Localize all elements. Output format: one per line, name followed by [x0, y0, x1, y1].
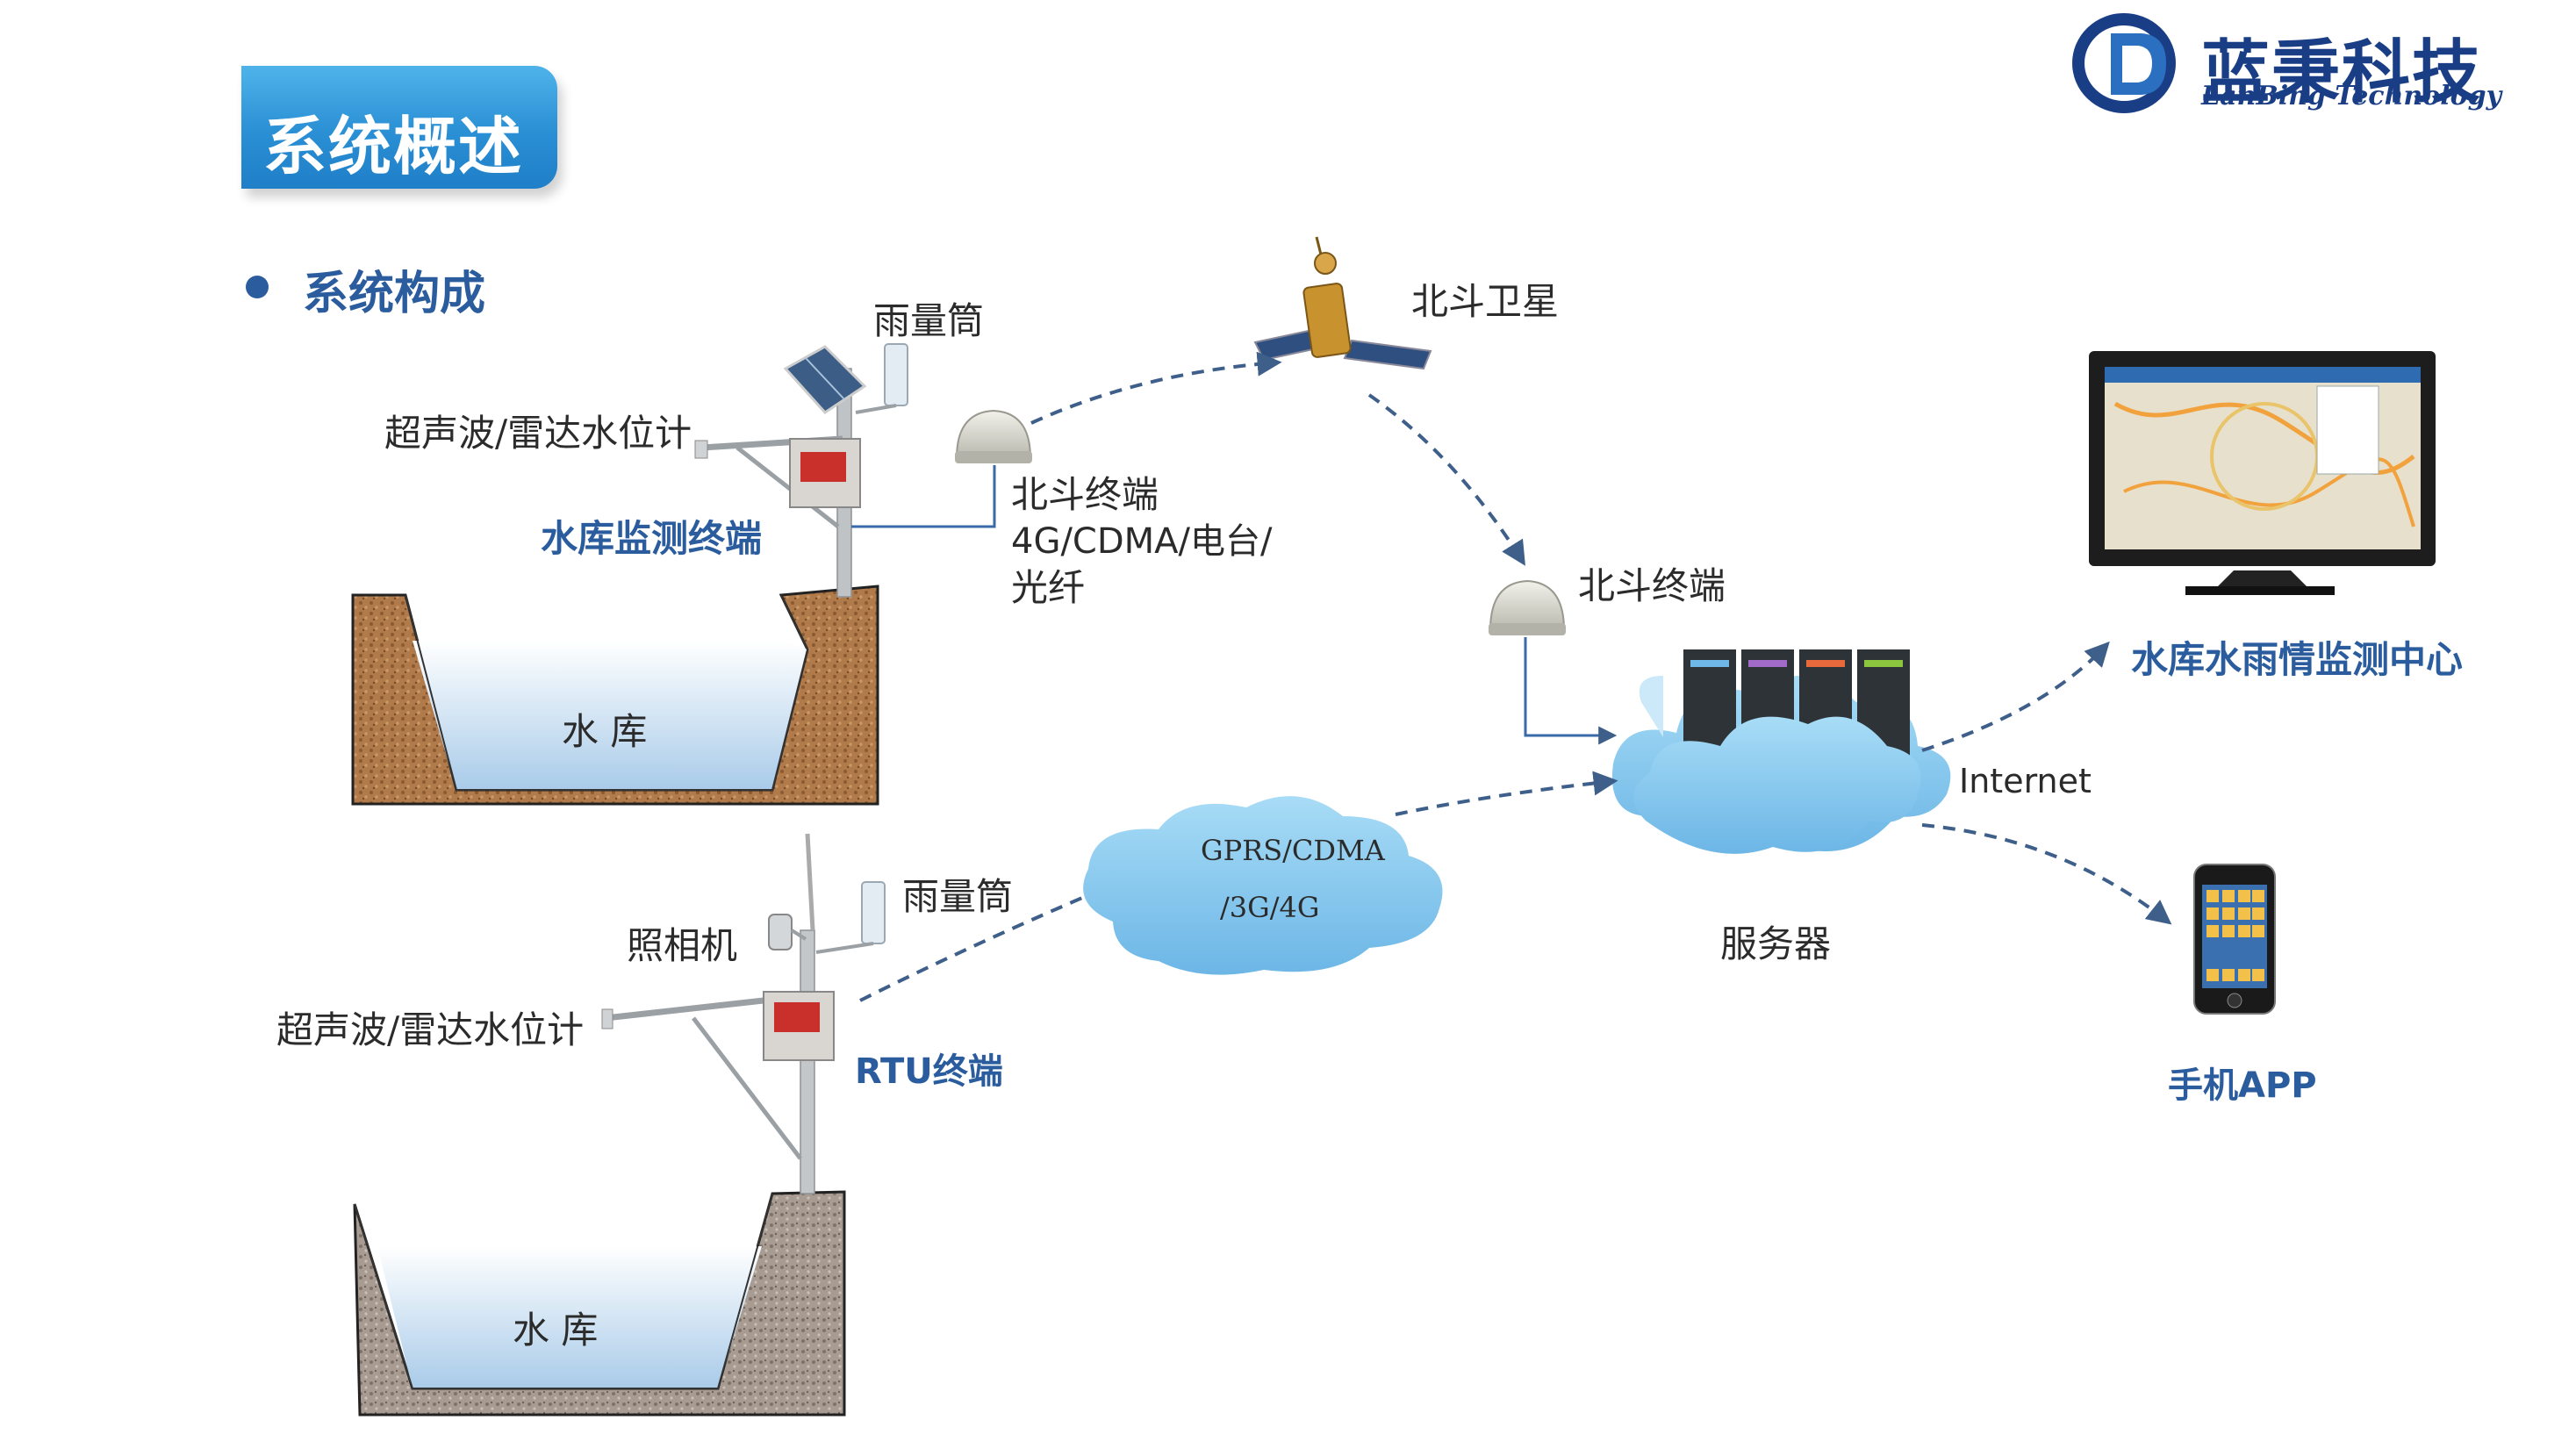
bottom-water-level-label: 超声波/雷达水位计 — [276, 1008, 585, 1051]
rtu-terminal-label: RTU终端 — [855, 1051, 1003, 1092]
bottom-reservoir — [353, 1190, 846, 1417]
section-bullet-icon — [246, 276, 269, 298]
channels-label-line1: 4G/CDMA/电台/ — [1011, 521, 1273, 562]
section-heading: 系统构成 — [303, 268, 486, 320]
monitor-screen-icon — [2089, 351, 2436, 595]
title-banner — [241, 66, 557, 189]
monitor-center-label: 水库水雨情监测中心 — [2131, 638, 2464, 681]
bottom-rain-gauge-label: 雨量筒 — [902, 875, 1014, 918]
top-water-level-label: 超声波/雷达水位计 — [384, 412, 692, 455]
top-reservoir-label: 水 库 — [562, 710, 648, 753]
logo-emblem-icon — [2072, 13, 2176, 113]
logo-text-en: LanBing Technology — [2201, 81, 2502, 111]
server-label: 服务器 — [1720, 922, 1832, 965]
logo-text-cn: 蓝秉科技 — [2201, 33, 2483, 112]
top-rain-gauge-label: 雨量筒 — [873, 299, 985, 342]
beidou-terminal-label: 北斗终端 — [1011, 473, 1159, 516]
server-cloud-icon — [1611, 649, 1951, 854]
bottom-reservoir-label: 水 库 — [513, 1309, 599, 1352]
camera-label: 照相机 — [627, 924, 738, 967]
gprs-cloud-icon — [1083, 796, 1443, 975]
page-title: 系统概述 — [263, 110, 524, 183]
satellite-label: 北斗卫星 — [1411, 280, 1560, 323]
rtu-station — [601, 833, 886, 1194]
beidou-satellite-icon — [1253, 236, 1432, 370]
network-label-line1: GPRS/CDMA — [1201, 834, 1385, 867]
top-reservoir — [351, 585, 879, 806]
beidou-terminal-2-label: 北斗终端 — [1578, 564, 1726, 607]
mobile-phone-icon — [2193, 864, 2276, 1015]
channels-label-line2: 光纤 — [1011, 566, 1086, 609]
mobile-app-label: 手机APP — [2168, 1065, 2317, 1106]
beidou-terminal-dome-icon — [1489, 579, 1566, 635]
network-label-line2: /3G/4G — [1220, 891, 1320, 924]
top-terminal-label: 水库监测终端 — [541, 517, 763, 560]
top-monitoring-station — [694, 343, 1032, 598]
internet-label: Internet — [1959, 762, 2092, 800]
